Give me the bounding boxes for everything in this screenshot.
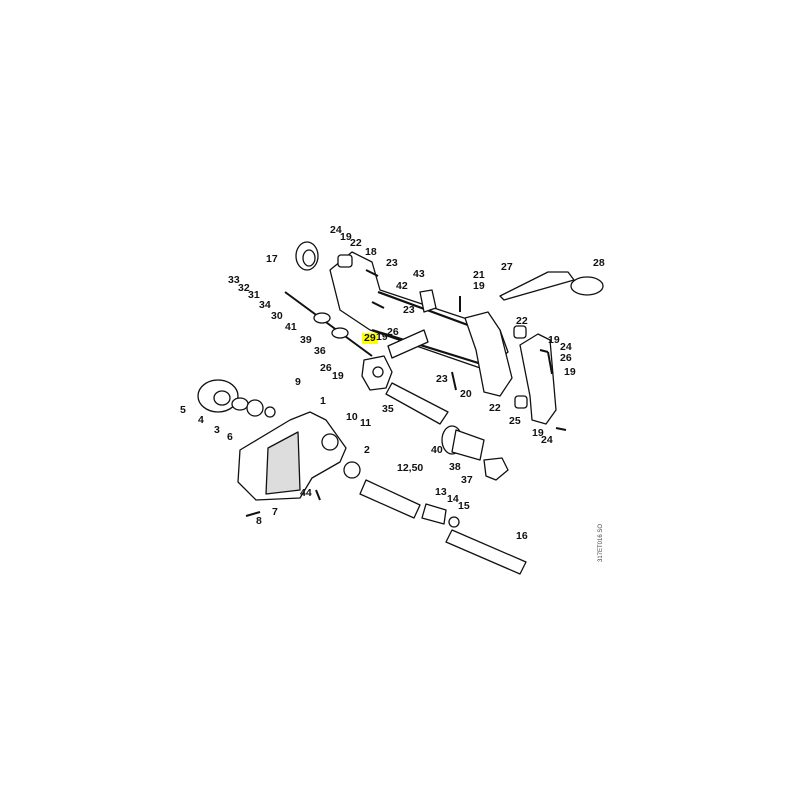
part-callout-24[interactable]: 24 — [330, 224, 342, 236]
part-callout-22[interactable]: 22 — [489, 402, 501, 414]
part-callout-10[interactable]: 10 — [346, 411, 358, 423]
part-callout-29-highlighted[interactable]: 29 — [362, 332, 378, 344]
part-callout-33[interactable]: 33 — [228, 274, 240, 286]
part-callout-28[interactable]: 28 — [593, 257, 605, 269]
part-callout-9[interactable]: 9 — [295, 376, 301, 388]
part-callout-16[interactable]: 16 — [516, 530, 528, 542]
part-callout-39[interactable]: 39 — [300, 334, 312, 346]
part-callout-23[interactable]: 23 — [403, 304, 415, 316]
part-callout-35[interactable]: 35 — [382, 403, 394, 415]
part-callout-34[interactable]: 34 — [259, 299, 271, 311]
part-callout-37[interactable]: 37 — [461, 474, 473, 486]
part-callout-26[interactable]: 26 — [560, 352, 572, 364]
part-callout-8[interactable]: 8 — [256, 515, 262, 527]
part-callout-19[interactable]: 19 — [548, 334, 560, 346]
part-callout-14[interactable]: 14 — [447, 493, 459, 505]
part-callout-4[interactable]: 4 — [198, 414, 204, 426]
part-callout-26[interactable]: 26 — [387, 326, 399, 338]
housing-tube-part — [329, 251, 509, 371]
part-callout-31[interactable]: 31 — [248, 289, 260, 301]
part-callout-24[interactable]: 24 — [541, 434, 553, 446]
part-callout-38[interactable]: 38 — [449, 461, 461, 473]
part-callout-19[interactable]: 19 — [332, 370, 344, 382]
part-callout-21[interactable]: 21 — [473, 269, 485, 281]
part-callout-40[interactable]: 40 — [431, 444, 443, 456]
part-callout-7[interactable]: 7 — [272, 506, 278, 518]
lever-arm-part — [519, 333, 557, 425]
drawing-reference-code: 317ET016 SO — [598, 523, 604, 562]
part-callout-25[interactable]: 25 — [509, 415, 521, 427]
handlebar-part — [499, 271, 575, 301]
part-callout-42[interactable]: 42 — [396, 280, 408, 292]
part-callout-36[interactable]: 36 — [314, 345, 326, 357]
part-callout-23[interactable]: 23 — [386, 257, 398, 269]
part-callout-18[interactable]: 18 — [365, 246, 377, 258]
part-callout-32[interactable]: 32 — [238, 282, 250, 294]
drive-tube-part — [359, 479, 421, 519]
part-callout-22[interactable]: 22 — [350, 237, 362, 249]
part-callout-19[interactable]: 19 — [564, 366, 576, 378]
part-callout-19[interactable]: 19 — [473, 280, 485, 292]
part-callout-41[interactable]: 41 — [285, 321, 297, 333]
part-callout-12-50[interactable]: 12,50 — [397, 462, 424, 474]
part-callout-22[interactable]: 22 — [516, 315, 528, 327]
part-callout-30[interactable]: 30 — [271, 310, 283, 322]
part-callout-43[interactable]: 43 — [413, 268, 425, 280]
part-callout-19[interactable]: 19 — [340, 231, 352, 243]
part-callout-44[interactable]: 44 — [300, 487, 312, 499]
part-callout-5[interactable]: 5 — [180, 404, 186, 416]
part-callout-15[interactable]: 15 — [458, 500, 470, 512]
part-callout-6[interactable]: 6 — [227, 431, 233, 443]
part-callout-23[interactable]: 23 — [436, 373, 448, 385]
part-callout-20[interactable]: 20 — [460, 388, 472, 400]
part-callout-1[interactable]: 1 — [320, 395, 326, 407]
grip-part — [570, 276, 604, 296]
part-callout-19[interactable]: 19 — [532, 427, 544, 439]
shaft-tube-part — [445, 529, 527, 575]
part-callout-27[interactable]: 27 — [501, 261, 513, 273]
part-callout-24[interactable]: 24 — [560, 341, 572, 353]
part-callout-2[interactable]: 2 — [364, 444, 370, 456]
part-callout-17[interactable]: 17 — [266, 253, 278, 265]
clamp-arm-part — [464, 311, 513, 397]
part-callout-26[interactable]: 26 — [320, 362, 332, 374]
part-callout-3[interactable]: 3 — [214, 424, 220, 436]
part-callout-19[interactable]: 19 — [376, 331, 388, 343]
part-callout-11[interactable]: 11 — [360, 417, 372, 429]
part-callout-13[interactable]: 13 — [435, 486, 447, 498]
